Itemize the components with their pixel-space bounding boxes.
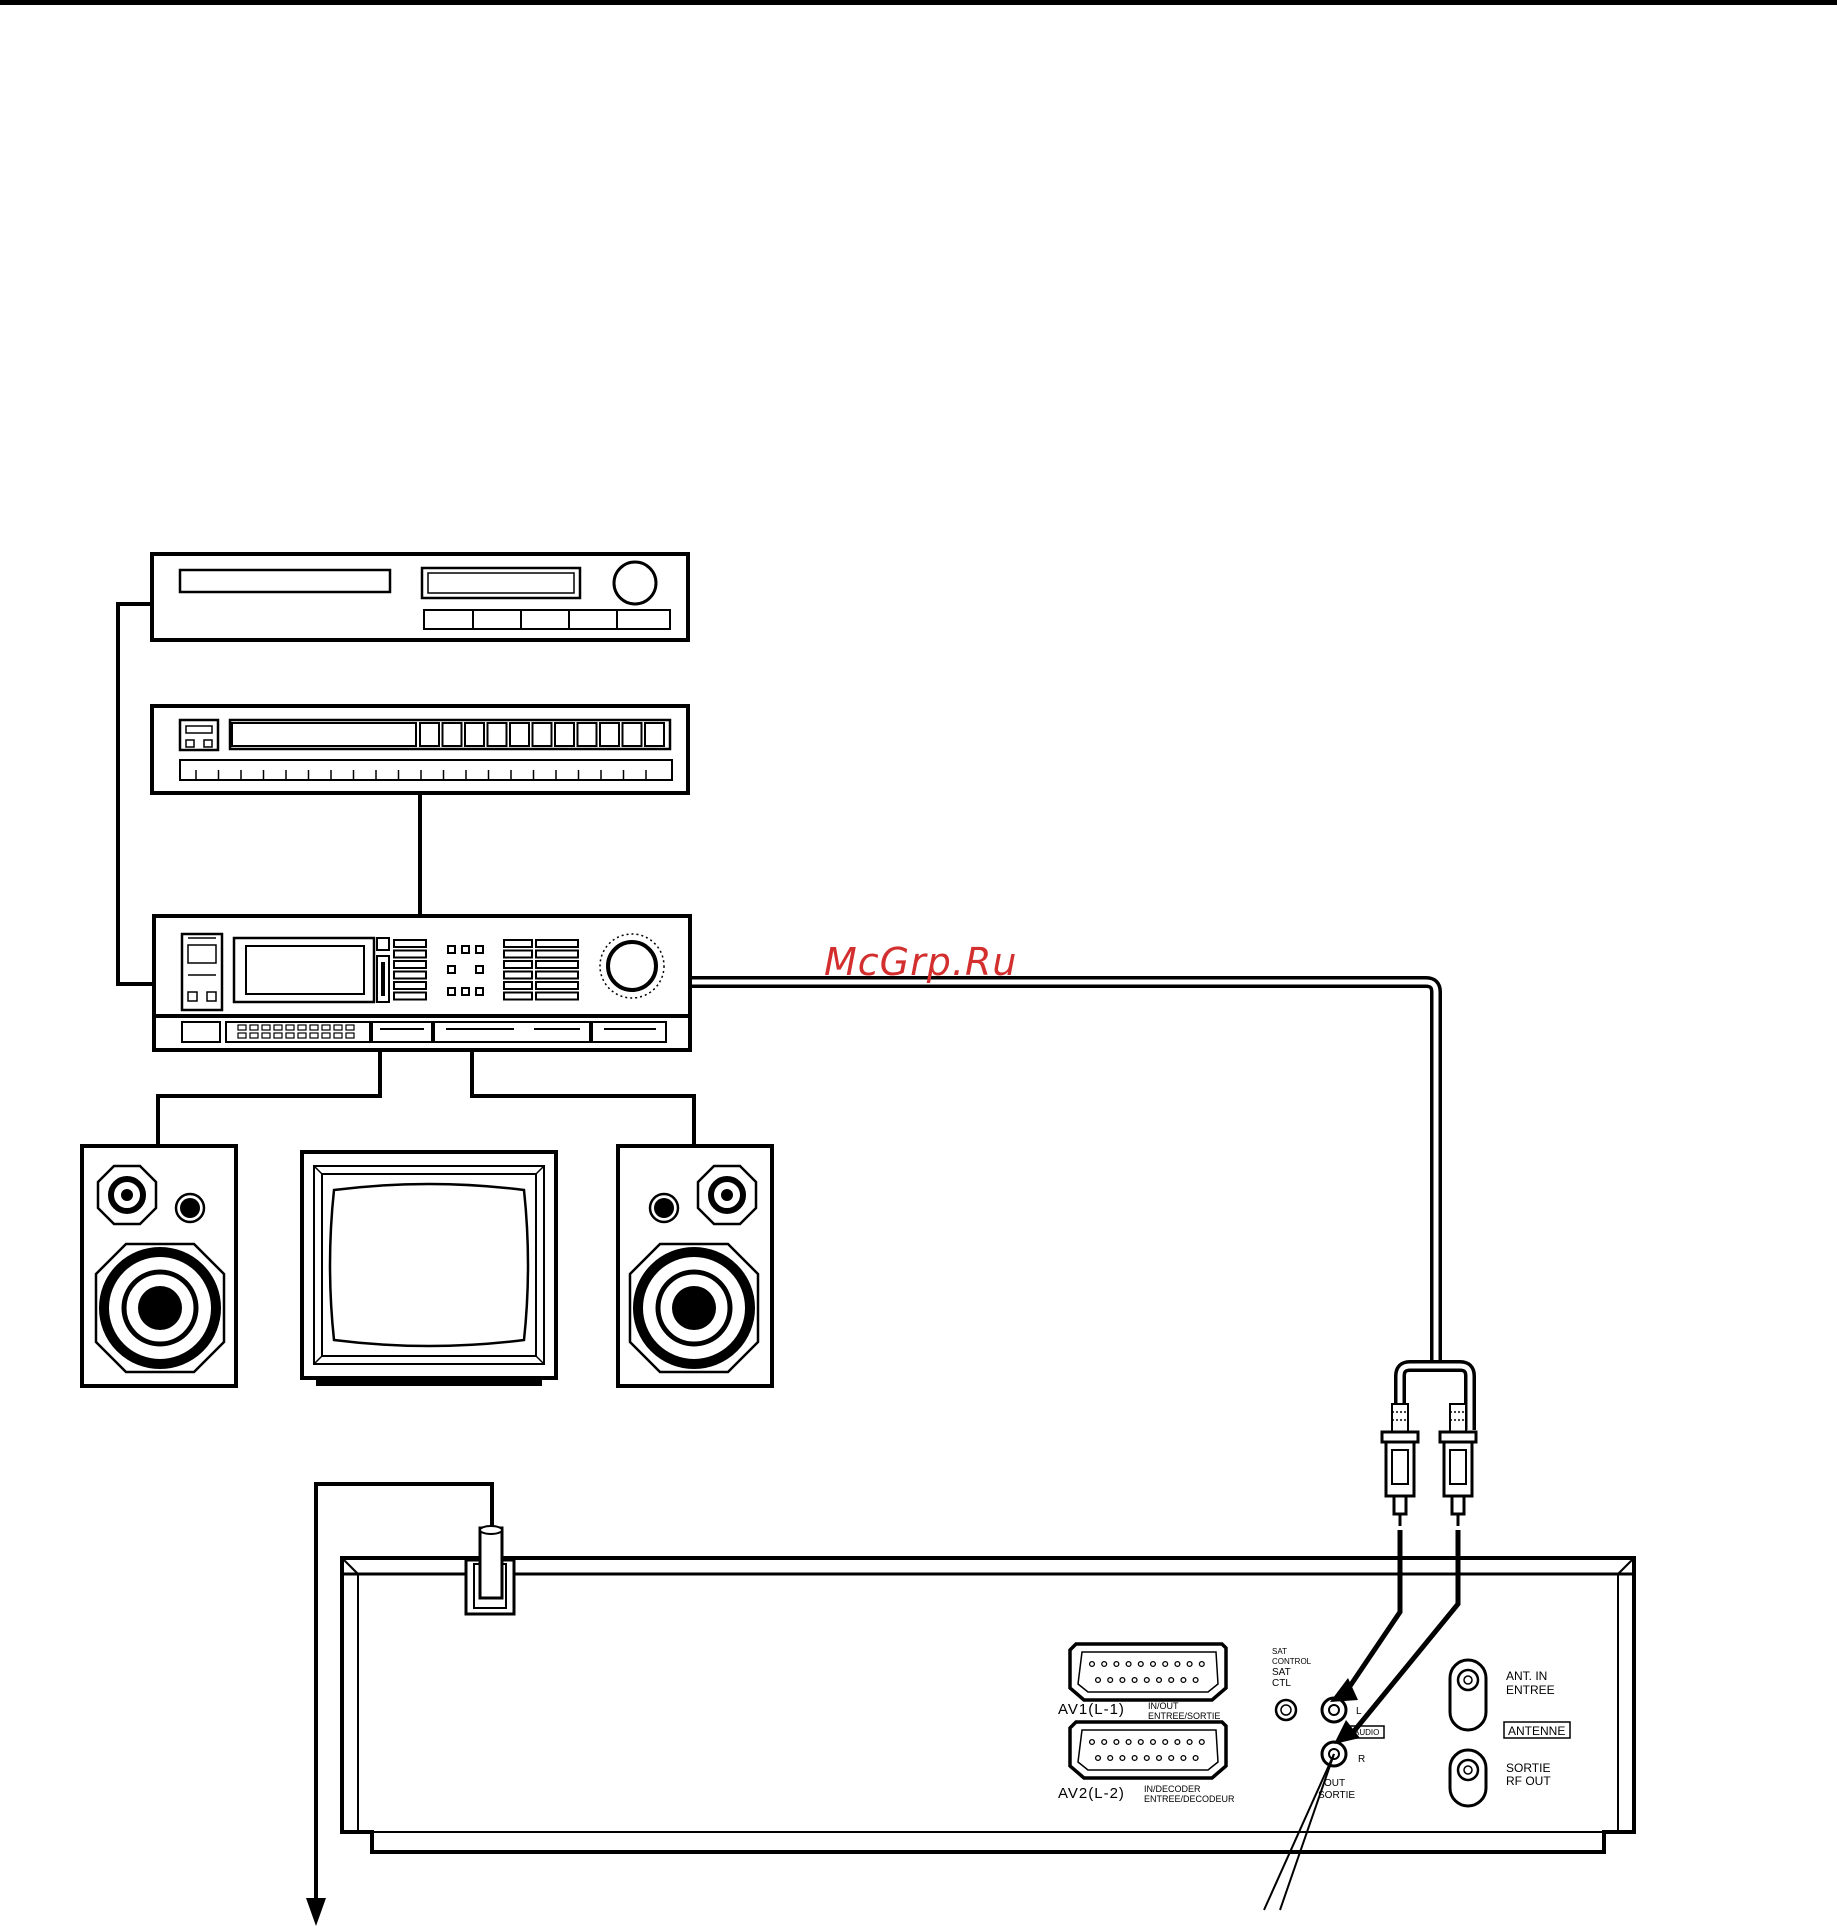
watermark: McGrp.Ru (824, 940, 1017, 984)
sat-label-3: SAT (1272, 1667, 1291, 1678)
audio-cable (692, 982, 1470, 1430)
scart-av2 (1070, 1722, 1226, 1778)
audio-r-label: R (1358, 1754, 1365, 1765)
antenne-box-label: ANTENNE (1508, 1724, 1565, 1738)
sat-label-2: CONTROL (1272, 1657, 1312, 1666)
antenna-out-arrow (306, 1898, 326, 1926)
top-border (0, 0, 1837, 5)
av2-sub2: ENTREE/DECODEUR (1144, 1794, 1235, 1804)
vcr-rear-panel (342, 1558, 1634, 1852)
rca-plug-left (1382, 1404, 1418, 1526)
audio-l-label: L (1356, 1706, 1362, 1717)
av1-sub1: IN/OUT (1148, 1701, 1179, 1711)
audio-sortie-label: SORTIE (1318, 1790, 1355, 1801)
av1-sub2: ENTREE/SORTIE (1148, 1711, 1220, 1721)
scart-av1 (1070, 1644, 1226, 1700)
audio-component-middle (152, 706, 688, 793)
ant-in-label: ANT. IN (1506, 1669, 1547, 1683)
ant-entree-label: ENTREE (1506, 1683, 1555, 1697)
system-cables (118, 604, 694, 1144)
receiver-amplifier (154, 916, 690, 1050)
av2-sub1: IN/DECODER (1144, 1784, 1201, 1794)
sat-label-1: SAT (1272, 1647, 1287, 1656)
sat-label-4: CTL (1272, 1678, 1291, 1689)
right-speaker (618, 1146, 772, 1386)
left-speaker (82, 1146, 236, 1386)
av1-label: AV1(L-1) (1058, 1701, 1125, 1718)
television (302, 1152, 556, 1386)
av2-label: AV2(L-2) (1058, 1785, 1125, 1802)
audio-component-top (152, 554, 688, 640)
audio-out-label: OUT (1324, 1778, 1345, 1789)
rf-sortie-label: SORTIE (1506, 1761, 1550, 1775)
rf-out-label: RF OUT (1506, 1774, 1551, 1788)
